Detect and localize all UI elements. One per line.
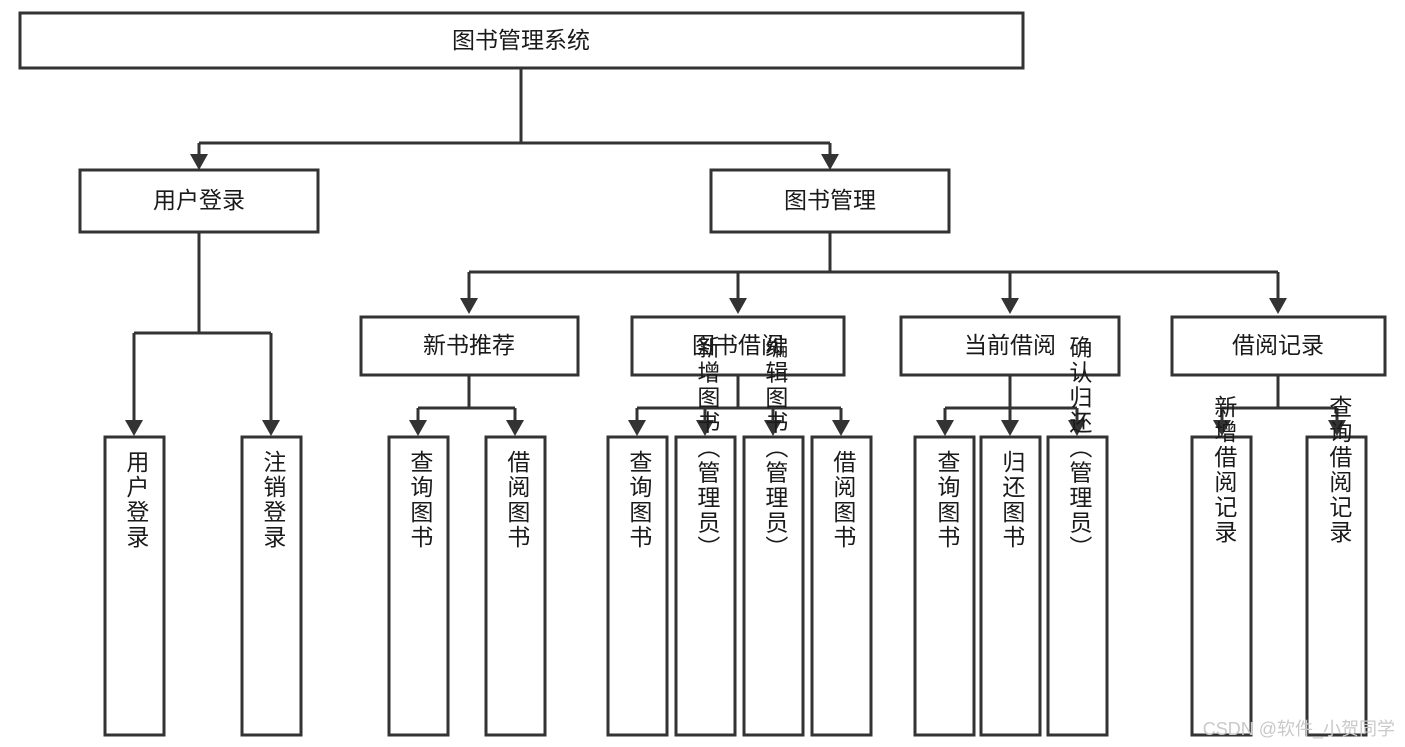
edge-group-book-borrow-to-leaves — [628, 375, 850, 436]
node-borrow-record-label: 借阅记录 — [1232, 332, 1324, 358]
node-leaf-query-record[interactable]: 查询借阅记录 — [1305, 395, 1368, 737]
edge-group-borrow-record-to-leaves — [1213, 375, 1346, 436]
node-book-borrow[interactable]: 图书借阅 — [630, 315, 846, 377]
node-leaf-borrow-book-2-label: 借阅图书 — [830, 450, 857, 550]
node-leaf-return-book-label: 归还图书 — [999, 450, 1026, 550]
edge-group-user-login-to-leaves — [125, 232, 280, 436]
node-leaf-return-book[interactable]: 归还图书 — [979, 435, 1042, 737]
node-new-book-recommend[interactable]: 新书推荐 — [359, 315, 580, 377]
node-leaf-query-book-1-label: 查询图书 — [407, 450, 434, 550]
node-leaf-confirm-return-label: 确认归还（管理员） — [1066, 336, 1093, 561]
node-user-login[interactable]: 用户登录 — [78, 168, 320, 234]
node-leaf-query-book-3[interactable]: 查询图书 — [913, 435, 976, 737]
edge-group-book-management-to-level3 — [460, 232, 1287, 314]
node-leaf-borrow-book-2[interactable]: 借阅图书 — [810, 435, 873, 737]
node-leaf-borrow-book-1-label: 借阅图书 — [504, 450, 531, 550]
node-leaf-add-record-label: 新增借阅记录 — [1211, 395, 1238, 545]
node-leaf-edit-book-label: 编辑图书（管理员） — [762, 336, 789, 561]
node-leaf-query-book-2-label: 查询图书 — [626, 450, 653, 550]
edge-group-new-book-recommend-to-leaves — [409, 375, 524, 436]
node-borrow-record[interactable]: 借阅记录 — [1170, 315, 1387, 377]
node-book-management[interactable]: 图书管理 — [709, 168, 951, 234]
node-leaf-query-book-1[interactable]: 查询图书 — [387, 435, 450, 737]
node-root-label: 图书管理系统 — [452, 27, 590, 53]
edge-group-current-borrow-to-leaves — [936, 375, 1086, 436]
node-leaf-edit-book[interactable]: 编辑图书（管理员） — [742, 336, 805, 737]
node-leaf-user-login-label: 用户登录 — [123, 450, 150, 550]
node-book-management-label: 图书管理 — [784, 187, 876, 213]
node-leaf-user-login[interactable]: 用户登录 — [103, 435, 166, 737]
node-leaf-query-record-label: 查询借阅记录 — [1326, 395, 1353, 545]
node-leaf-add-book[interactable]: 新增图书（管理员） — [674, 336, 737, 737]
node-leaf-add-book-label: 新增图书（管理员） — [694, 336, 721, 561]
node-leaf-query-book-2[interactable]: 查询图书 — [606, 435, 669, 737]
node-book-borrow-label: 图书借阅 — [692, 332, 784, 358]
node-leaf-logout[interactable]: 注销登录 — [240, 435, 303, 737]
node-leaf-borrow-book-1[interactable]: 借阅图书 — [484, 435, 547, 737]
node-leaf-query-book-3-label: 查询图书 — [934, 450, 961, 550]
node-root[interactable]: 图书管理系统 — [18, 11, 1025, 70]
node-current-borrow[interactable]: 当前借阅 — [899, 315, 1121, 377]
node-current-borrow-label: 当前借阅 — [964, 332, 1056, 358]
node-leaf-confirm-return[interactable]: 确认归还（管理员） — [1046, 336, 1109, 737]
node-leaf-add-record[interactable]: 新增借阅记录 — [1190, 395, 1253, 737]
node-new-book-recommend-label: 新书推荐 — [423, 332, 515, 358]
node-leaf-logout-label: 注销登录 — [260, 450, 287, 550]
edge-group-root-to-level2 — [190, 68, 839, 170]
node-user-login-label: 用户登录 — [153, 187, 245, 213]
